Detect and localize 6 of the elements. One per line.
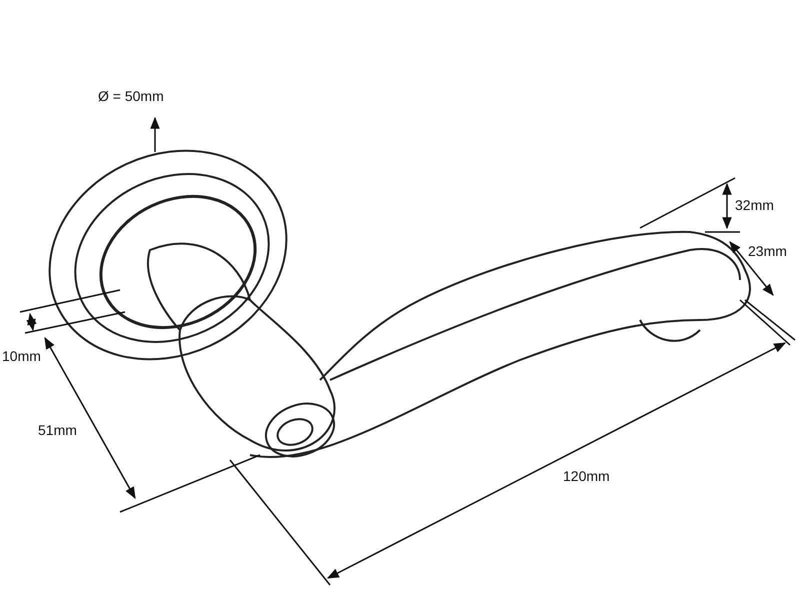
dimension-label: Ø = 50mm xyxy=(98,88,164,104)
dimension-label: 120mm xyxy=(563,468,610,484)
dimension-label: 32mm xyxy=(735,197,774,213)
dimension-label: 51mm xyxy=(38,422,77,438)
dimension-label: 23mm xyxy=(748,243,787,259)
dimension-label: 10mm xyxy=(2,348,41,364)
